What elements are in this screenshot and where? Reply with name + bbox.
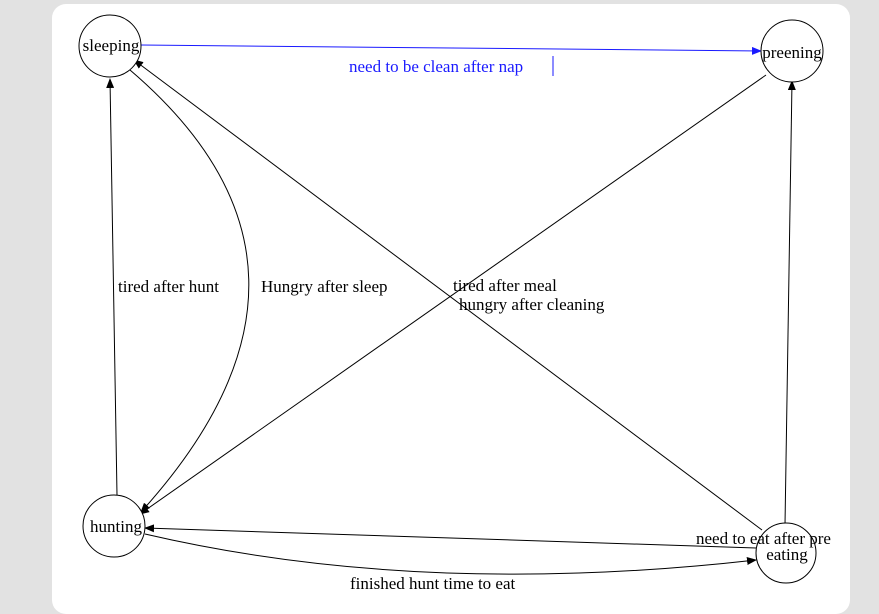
edge-label-tired-after-hunt[interactable]: tired after hunt: [118, 277, 219, 296]
edge-line[interactable]: [133, 59, 763, 531]
edge-line[interactable]: [784, 80, 796, 526]
edge-sleeping-to-preening[interactable]: [140, 44, 762, 55]
state-diagram: sleeping preening hunting eating need to…: [78, 14, 831, 593]
node-preening[interactable]: preening: [760, 19, 824, 83]
node-label-preening: preening: [762, 43, 822, 62]
edge-line[interactable]: [144, 524, 757, 549]
edge-label-tired-after-meal[interactable]: tired after meal: [453, 276, 557, 295]
edge-hunting-to-eating[interactable]: [144, 533, 757, 575]
edge-label-hungry-after-cleaning[interactable]: hungry after cleaning: [459, 295, 605, 314]
node-label-sleeping: sleeping: [83, 36, 140, 55]
edge-label-finished-hunt[interactable]: finished hunt time to eat: [350, 574, 516, 593]
edge-eating-to-hunting[interactable]: [144, 524, 757, 549]
edge-line[interactable]: [140, 44, 762, 55]
edge-curve[interactable]: [129, 69, 250, 513]
edge-label-need-to-eat-after-pre[interactable]: need to eat after pre: [696, 529, 831, 548]
edge-eating-to-preening[interactable]: [784, 80, 796, 526]
node-circle[interactable]: [82, 494, 146, 558]
node-label-hunting: hunting: [90, 517, 142, 536]
node-hunting[interactable]: hunting: [82, 494, 146, 558]
node-label-eating: eating: [766, 545, 808, 564]
edge-preening-to-hunting[interactable]: [139, 74, 767, 515]
node-circle[interactable]: [755, 522, 817, 584]
node-sleeping[interactable]: sleeping: [78, 14, 142, 78]
edge-sleeping-to-hunting[interactable]: [129, 69, 250, 513]
node-circle[interactable]: [78, 14, 142, 78]
diagram-canvas: [52, 4, 850, 614]
edge-line[interactable]: [106, 78, 118, 496]
edge-label-hungry-after-sleep[interactable]: Hungry after sleep: [261, 277, 388, 296]
node-circle[interactable]: [760, 19, 824, 83]
edge-line[interactable]: [139, 74, 767, 515]
edge-curve[interactable]: [144, 533, 757, 575]
edge-hunting-to-sleeping[interactable]: [106, 78, 118, 496]
edge-eating-to-sleeping[interactable]: [133, 59, 763, 531]
node-eating[interactable]: eating: [755, 522, 817, 584]
edge-label-need-to-be-clean[interactable]: need to be clean after nap: [349, 57, 523, 76]
